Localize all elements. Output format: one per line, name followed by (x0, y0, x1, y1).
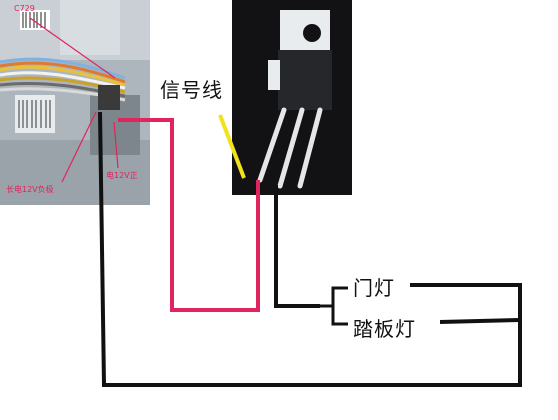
annotation-line-power (113, 121, 119, 169)
signal-wire (218, 114, 246, 179)
output-wire (274, 185, 320, 308)
label-pedal-lamp: 踏板灯 (353, 317, 416, 341)
annotation-line-c729 (29, 17, 116, 79)
transistor-photo (232, 0, 352, 195)
harness-photo (0, 0, 150, 205)
mosfet-to220-icon (232, 0, 352, 195)
wire-harness-photo-icon (0, 0, 150, 205)
positive-wire (118, 118, 260, 312)
ground-wire (98, 111, 522, 387)
label-signal-wire: 信号线 (160, 78, 223, 102)
label-door-lamp: 门灯 (353, 276, 395, 300)
label-12v-positive: 电12V正 (106, 171, 138, 180)
ground-wire-pedal (439, 318, 521, 324)
label-c729: C729 (14, 4, 35, 13)
label-constant-12v-negative: 长电12V负极 (6, 185, 54, 194)
annotation-line-constant (61, 111, 97, 183)
lamp-bracket (320, 286, 348, 326)
